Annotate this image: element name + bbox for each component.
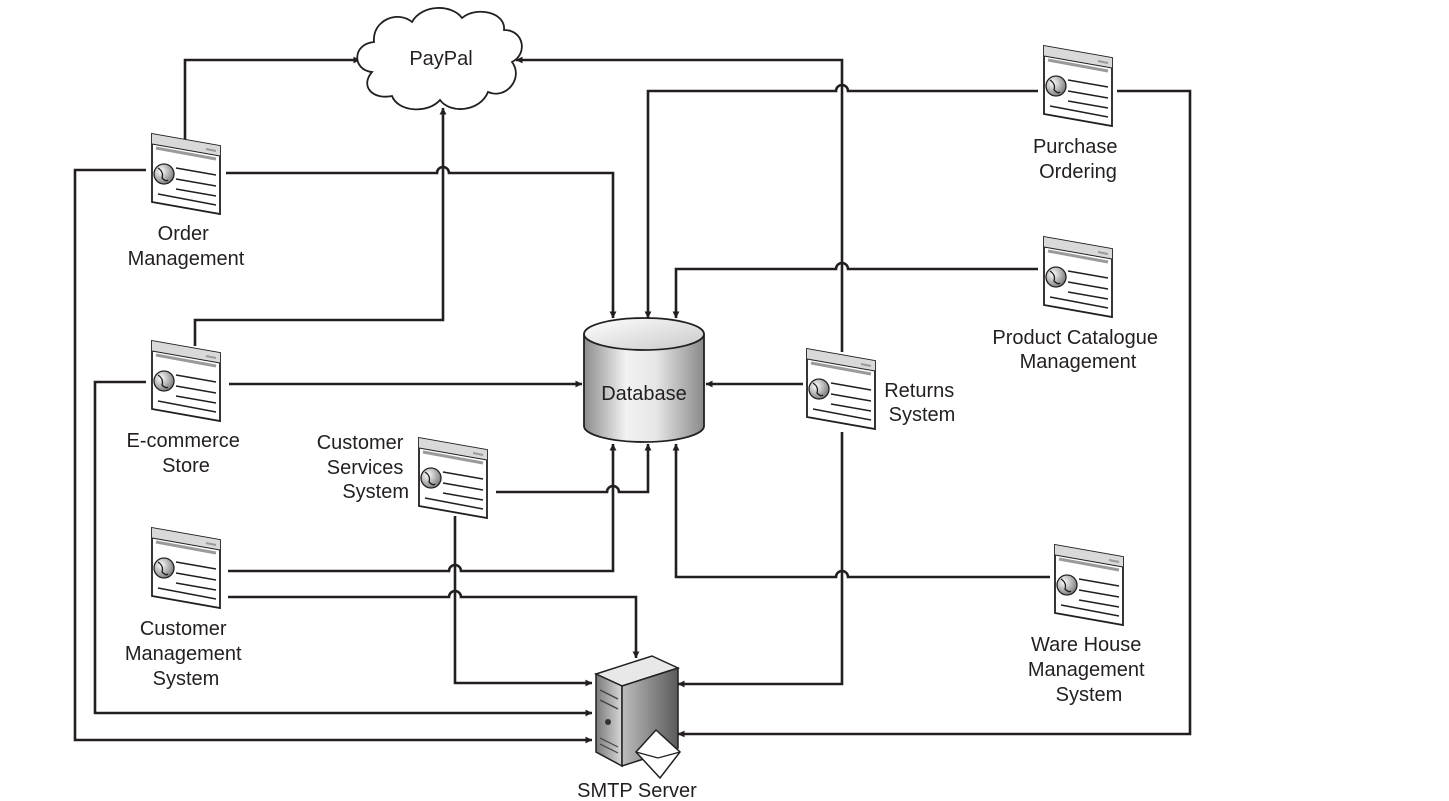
edge-warehouse-to-database [672,443,1050,579]
edge-returns-to-paypal [515,56,844,352]
order-management-node: Order Management [128,132,245,270]
edge-returns-to-smtp [677,432,844,688]
edge-purchase-to-smtp [677,89,1192,738]
ecommerce-store-node: E-commerce Store [127,339,246,477]
edge-customer-management-to-database [228,443,617,573]
edge-customer-management-to-smtp [228,589,640,659]
web-page-icon [805,347,877,431]
edge-catalogue-to-database [672,261,1038,319]
edge-purchase-to-database [644,83,1038,319]
returns-system-node: Returns System [805,347,960,431]
cloud-icon [356,7,523,111]
customer-services-system-label: Customer Services System [317,432,409,503]
edge-order-to-paypal [183,56,361,140]
edge-ecommerce-to-smtp [93,380,593,717]
web-page-icon [1042,44,1114,128]
mail-server-icon [593,655,682,780]
database-cylinder-icon [583,317,705,443]
returns-system-label: Returns System [884,380,960,426]
edge-customer-services-to-smtp [453,516,593,687]
purchase-ordering-label: Purchase Ordering [1033,136,1123,183]
database-node: Database [583,317,705,443]
order-management-label: Order Management [128,223,245,270]
paypal-node: PayPal [356,7,523,111]
web-page-icon [150,526,222,610]
customer-management-system-node: Customer Management System [125,526,247,690]
edge-order-to-smtp [73,168,593,744]
customer-services-system-node: Customer Services System [317,432,489,520]
purchase-ordering-node: Purchase Ordering [1033,44,1123,183]
database-label: Database [601,383,687,405]
edge-order-to-database [226,165,617,319]
edge-ecommerce-to-paypal [193,107,447,346]
web-page-icon [150,339,222,423]
edge-customer-services-to-database [496,443,652,494]
paypal-label: PayPal [409,48,472,70]
customer-management-system-label: Customer Management System [125,618,247,690]
product-catalogue-management-label: Product Catalogue Management [992,327,1163,373]
smtp-server-node: SMTP Server [577,655,697,801]
warehouse-management-system-label: Ware House Management System [1028,634,1150,706]
product-catalogue-management-node: Product Catalogue Management [992,235,1163,373]
smtp-server-label: SMTP Server [577,780,697,801]
web-page-icon [1053,543,1125,627]
web-page-icon [1042,235,1114,319]
web-page-icon [150,132,222,216]
ecommerce-store-label: E-commerce Store [127,430,246,477]
warehouse-management-system-node: Ware House Management System [1028,543,1150,706]
web-page-icon [417,436,489,520]
